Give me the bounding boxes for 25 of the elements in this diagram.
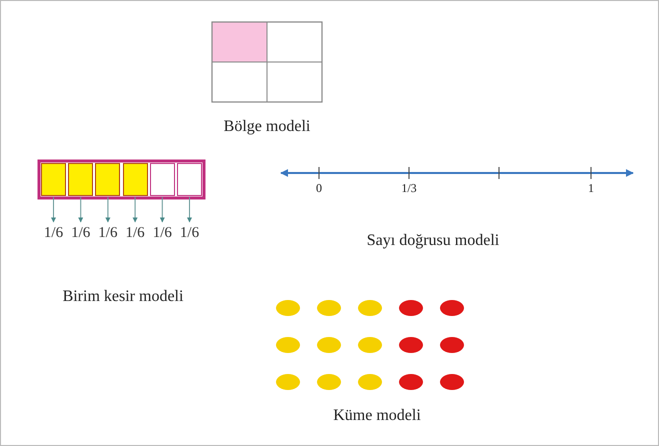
fraction-label: 1/6 (122, 223, 148, 243)
fraction-label: 1/6 (150, 223, 175, 243)
fraction-label: 1/6 (95, 223, 120, 243)
arrow (105, 196, 110, 222)
fraction-label: 1/6 (177, 223, 202, 243)
caption: Küme modeli (333, 407, 421, 425)
strip-section (95, 163, 120, 196)
tick-label: 1 (588, 181, 594, 196)
tick-label: 0 (316, 181, 322, 196)
strip-section (41, 163, 66, 196)
arrow (132, 196, 138, 222)
arrow (51, 196, 56, 222)
caption: Bölge modeli (224, 118, 310, 136)
strip-section (150, 163, 175, 196)
fraction-label: 1/6 (68, 223, 94, 243)
strip-section (122, 163, 148, 196)
caption: Birim kesir modeli (62, 288, 184, 306)
caption: Sayı doğrusu modeli (366, 232, 500, 250)
fraction-label: 1/6 (41, 223, 66, 243)
tick-label: 1/3 (401, 181, 417, 196)
strip-section (68, 163, 94, 196)
arrow (160, 196, 165, 222)
arrow (187, 196, 192, 222)
arrow (78, 196, 84, 222)
strip-section (177, 163, 202, 196)
